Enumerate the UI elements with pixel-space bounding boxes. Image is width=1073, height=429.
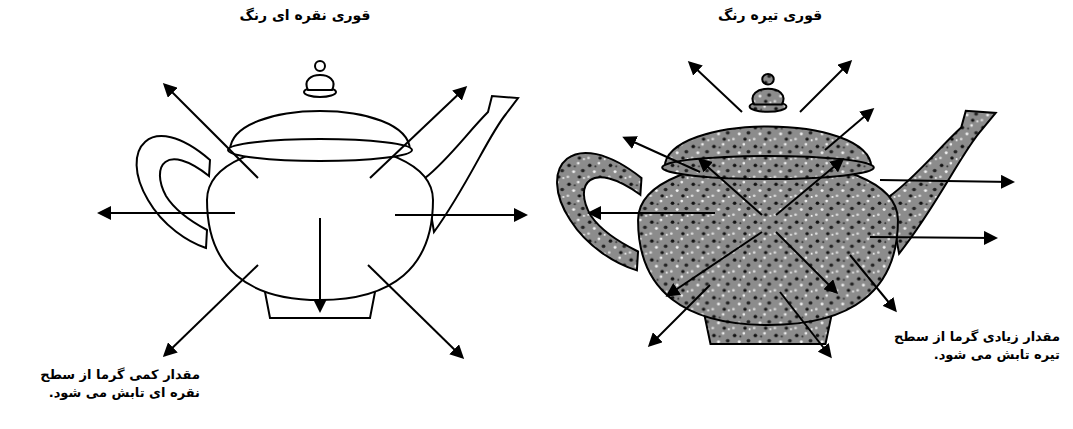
radiation-arrows <box>100 62 1012 357</box>
caption-note: مقدار زیادی گرما از سطح تیره تابش می شود… <box>880 328 1060 363</box>
teapot-title: قوری نقره ای رنگ <box>215 6 395 25</box>
silver-teapot <box>137 61 518 318</box>
teapot-title: قوری تیره رنگ <box>680 6 860 25</box>
dark-teapot <box>557 74 996 344</box>
caption-note: مقدار کمی گرما از سطح نقره ای تابش می شو… <box>20 366 200 401</box>
